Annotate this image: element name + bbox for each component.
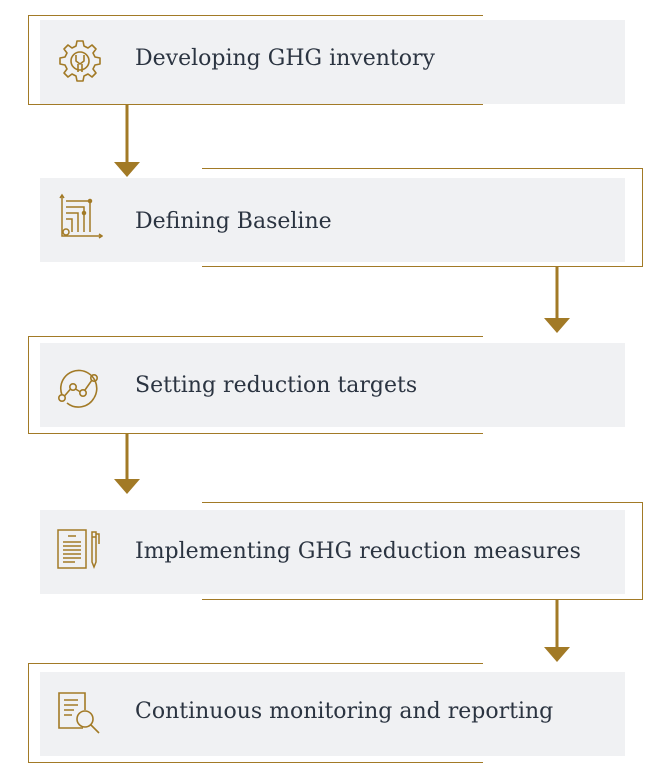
step-4-frame [202, 502, 643, 600]
arrow-3-4 [114, 434, 140, 496]
step-1-frame [28, 15, 483, 105]
arrow-1-2 [114, 105, 140, 180]
document-pen-icon [55, 526, 101, 572]
step-1-label: Developing GHG inventory [135, 46, 435, 71]
step-1-box [40, 20, 625, 104]
chart-axes-icon [57, 193, 103, 239]
step-5-box [40, 672, 625, 756]
gear-wrench-icon [57, 38, 103, 84]
step-2-frame [202, 168, 643, 267]
step-3-label: Setting reduction targets [135, 373, 418, 398]
step-4-box [40, 510, 625, 594]
document-magnifier-icon [55, 690, 101, 736]
arrow-4-5 [544, 600, 570, 664]
step-2-box [40, 178, 625, 262]
step-5-label: Continuous monitoring and reporting [135, 699, 554, 724]
step-3-frame [28, 336, 483, 434]
arrow-2-3 [544, 267, 570, 335]
step-4-label: Implementing GHG reduction measures [135, 539, 581, 564]
step-2-label: Defining Baseline [135, 209, 332, 234]
step-3-box [40, 343, 625, 427]
trend-circle-icon [55, 363, 101, 409]
